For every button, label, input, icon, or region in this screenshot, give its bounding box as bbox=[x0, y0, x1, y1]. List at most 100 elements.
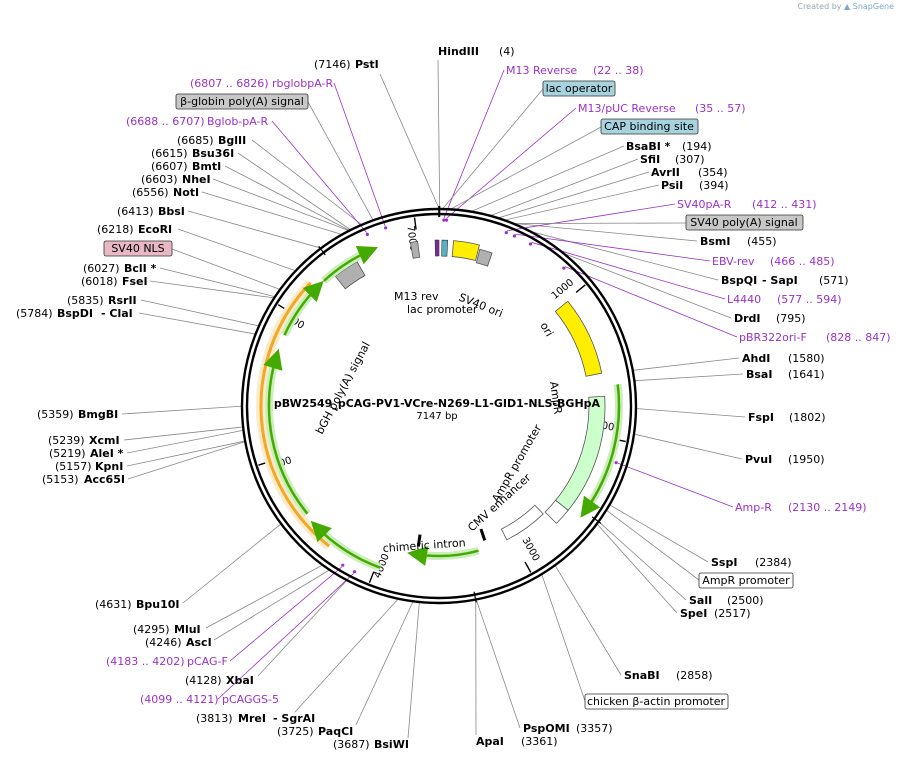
site-name: PvuI bbox=[745, 453, 772, 466]
site-mrei-sgrai[interactable]: (3813) MreI - SgrAI bbox=[196, 712, 315, 725]
bgh-polya-label: bGH poly(A) signal bbox=[313, 340, 373, 437]
site-fsei[interactable]: (6018) FseI bbox=[81, 275, 148, 288]
site-name: EcoRI bbox=[138, 223, 172, 236]
primer-binding-mark bbox=[341, 563, 345, 567]
feature-ampr-promoter[interactable]: AmpR promoter bbox=[698, 572, 794, 589]
primer-sv40pa-r[interactable]: SV40pA-R (412 .. 431) bbox=[677, 198, 817, 211]
feature-leader-line bbox=[171, 248, 281, 290]
site-bsai[interactable]: BsaI (1641) bbox=[746, 368, 825, 381]
feature-sv40-nls[interactable]: SV40 NLS bbox=[103, 240, 173, 257]
site-psti[interactable]: (7146) PstI bbox=[314, 58, 379, 71]
site-bsiwi[interactable]: (3687) BsiWI bbox=[333, 738, 409, 751]
site-name-2: - SapI bbox=[762, 274, 798, 287]
site-position: (455) bbox=[747, 235, 777, 248]
site-bcli[interactable]: (6027) BclI * bbox=[83, 262, 157, 275]
site-sfii[interactable]: SfiI (307) bbox=[640, 153, 705, 166]
site-leader-line bbox=[121, 405, 242, 415]
primer-range: (4099 .. 4121) bbox=[140, 693, 219, 706]
orf-arrow bbox=[322, 245, 379, 282]
primer-pcaggs-5[interactable]: (4099 .. 4121) pCAGGS-5 bbox=[140, 693, 279, 706]
primer-pcag-f[interactable]: (4183 .. 4202) pCAG-F bbox=[106, 655, 228, 668]
feature-box bbox=[600, 118, 699, 135]
site-sspi[interactable]: SspI (2384) bbox=[711, 556, 792, 569]
primer-m13-reverse[interactable]: M13 Reverse (22 .. 38) bbox=[506, 64, 644, 77]
primer-pbr322ori-f[interactable]: pBR322ori-F (828 .. 847) bbox=[739, 331, 891, 344]
feature-lac-operator[interactable]: lac operator bbox=[542, 80, 616, 97]
site-apai[interactable]: ApaI (3361) bbox=[476, 735, 558, 748]
primer-leader-line bbox=[217, 573, 354, 700]
site-paqci[interactable]: (3725) PaqCI bbox=[277, 725, 353, 738]
site-asci[interactable]: (4246) AscI bbox=[145, 636, 212, 649]
plasmid-length: 7147 bp bbox=[416, 411, 457, 422]
site-bbsi[interactable]: (6413) BbsI bbox=[117, 205, 185, 218]
m13-rev-feature bbox=[409, 240, 421, 259]
primer-binding-mark bbox=[528, 242, 533, 246]
site-bsmi[interactable]: BsmI (455) bbox=[700, 235, 777, 248]
site-rsrii[interactable]: (5835) RsrII bbox=[67, 294, 137, 307]
site-ahdi[interactable]: AhdI (1580) bbox=[742, 352, 825, 365]
site-bsu36i[interactable]: (6615) Bsu36I bbox=[151, 147, 234, 160]
ampr-label: AmpR bbox=[547, 381, 564, 416]
site-position: (5784) bbox=[16, 307, 53, 320]
site-nhei[interactable]: (6603) NheI bbox=[141, 173, 211, 186]
primer-name: pBR322ori-F bbox=[739, 331, 807, 344]
primer-name: Bglob-pA-R bbox=[207, 115, 269, 128]
cut-mark bbox=[591, 516, 602, 524]
site-bglii[interactable]: (6685) BglII bbox=[177, 134, 246, 147]
site-leader-line bbox=[379, 73, 440, 209]
site-xbai[interactable]: (4128) XbaI bbox=[185, 674, 254, 687]
site-hindiii[interactable]: HindIII (4) bbox=[438, 45, 515, 58]
primer-binding-mark bbox=[562, 266, 566, 270]
primer-amp-r[interactable]: Amp-R (2130 .. 2149) bbox=[735, 501, 867, 514]
feature-leader-line bbox=[513, 222, 687, 224]
site-fspi[interactable]: FspI (1802) bbox=[748, 411, 826, 424]
site-drdi[interactable]: DrdI (795) bbox=[734, 312, 806, 325]
feature-layer bbox=[256, 239, 623, 572]
primer-rbglobpa-r[interactable]: (6807 .. 6826) rbglobpA-R bbox=[190, 77, 333, 90]
site-leader-line bbox=[159, 267, 275, 297]
primer-leader-line bbox=[617, 462, 734, 508]
site-psii[interactable]: PsiI (394) bbox=[661, 179, 729, 192]
site-bspqi-sapi[interactable]: BspQI - SapI (571) bbox=[721, 274, 849, 287]
cut-marks bbox=[318, 205, 602, 603]
site-snabi[interactable]: SnaBI (2858) bbox=[624, 669, 713, 682]
feature-chicken-b-actin-promoter[interactable]: chicken β-actin promoter bbox=[584, 693, 729, 710]
feature-cap-binding-site[interactable]: CAP binding site bbox=[600, 118, 699, 135]
primer-range: (6688 .. 6707) bbox=[126, 115, 205, 128]
site-bmti[interactable]: (6607) BmtI bbox=[151, 160, 221, 173]
primer-range: (828 .. 847) bbox=[826, 331, 891, 344]
site-pvui[interactable]: PvuI (1950) bbox=[745, 453, 825, 466]
site-leader-line bbox=[205, 565, 322, 629]
site-leader-line bbox=[566, 254, 732, 319]
site-ecori[interactable]: (6218) EcoRI bbox=[97, 223, 172, 236]
site-leader-line bbox=[140, 299, 259, 327]
site-acc65i[interactable]: (5153) Acc65I bbox=[42, 473, 125, 486]
site-name: BsiWI bbox=[374, 738, 409, 751]
site-avrii[interactable]: AvrII (354) bbox=[651, 166, 728, 179]
orf-glow bbox=[265, 354, 311, 517]
primer-ebv-rev[interactable]: EBV-rev (466 .. 485) bbox=[712, 255, 835, 268]
feature-b-globin-polya[interactable]: β-globin poly(A) signal bbox=[175, 93, 309, 110]
primer-m13-puc-reverse[interactable]: M13/pUC Reverse (35 .. 57) bbox=[578, 102, 746, 115]
site-name: DrdI bbox=[734, 312, 761, 325]
site-alei[interactable]: (5219) AleI * bbox=[49, 447, 124, 460]
site-bpu10i[interactable]: (4631) Bpu10I bbox=[95, 598, 180, 611]
primer-l4440[interactable]: L4440 (577 .. 594) bbox=[727, 293, 842, 306]
feature-box bbox=[698, 572, 794, 589]
site-bsabi[interactable]: BsaBI * (194) bbox=[626, 140, 712, 153]
site-noti[interactable]: (6556) NotI bbox=[132, 186, 199, 199]
site-leader-line bbox=[182, 524, 281, 604]
site-spei[interactable]: SpeI (2517) bbox=[680, 607, 751, 620]
site-mlui[interactable]: (4295) MluI bbox=[133, 623, 201, 636]
site-xcmi[interactable]: (5239) XcmI bbox=[48, 434, 120, 447]
site-name: PaqCI bbox=[318, 725, 353, 738]
site-bspdi-clai[interactable]: (5784) BspDI - ClaI bbox=[16, 307, 133, 320]
site-kpni[interactable]: (5157) KpnI bbox=[55, 460, 123, 473]
primer-name: EBV-rev bbox=[712, 255, 755, 268]
feature-sv40-polya[interactable]: SV40 poly(A) signal bbox=[685, 214, 804, 231]
site-bmgbi[interactable]: (5359) BmgBI bbox=[37, 408, 118, 421]
primer-bglob-pa-r[interactable]: (6688 .. 6707) Bglob-pA-R bbox=[126, 115, 269, 128]
site-pspomi[interactable]: PspOMI (3357) bbox=[523, 722, 613, 735]
feature-leader-line bbox=[442, 88, 544, 210]
site-sali[interactable]: SalI (2500) bbox=[689, 594, 764, 607]
